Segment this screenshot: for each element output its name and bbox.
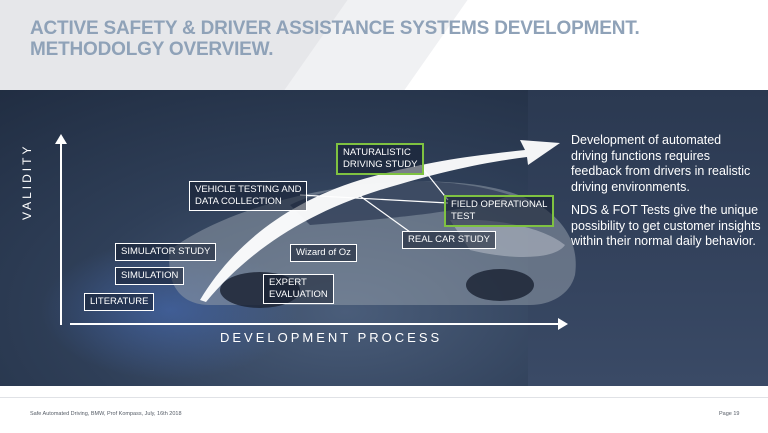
- box-naturalistic-line1: NATURALISTIC: [343, 147, 411, 158]
- box-vehicle-testing: VEHICLE TESTING AND DATA COLLECTION: [189, 181, 308, 211]
- x-axis-label: DEVELOPMENT PROCESS: [220, 330, 443, 345]
- description-text: Development of automated driving functio…: [571, 133, 761, 258]
- box-naturalistic-line2: DRIVING STUDY: [343, 159, 418, 170]
- box-field-operational-line2: TEST: [451, 211, 476, 222]
- box-expert-line1: EXPERT: [269, 277, 307, 288]
- y-axis-label: VALIDITY: [20, 143, 34, 220]
- page-number: Page 19: [719, 411, 740, 417]
- y-axis: [60, 142, 62, 325]
- description-paragraph-1: Development of automated driving functio…: [571, 133, 751, 194]
- y-axis-arrowhead: [55, 134, 67, 144]
- box-real-car-study-label: REAL CAR STUDY: [408, 234, 490, 245]
- box-field-operational-test: FIELD OPERATIONAL TEST: [444, 195, 555, 227]
- page-title: ACTIVE SAFETY & DRIVER ASSISTANCE SYSTEM…: [30, 18, 730, 60]
- x-axis-arrowhead: [558, 318, 568, 330]
- x-axis: [70, 323, 560, 325]
- box-real-car-study: REAL CAR STUDY: [402, 231, 496, 249]
- box-expert-line2: EVALUATION: [269, 289, 328, 300]
- description-paragraph-2: NDS & FOT Tests give the unique possibil…: [571, 203, 761, 248]
- page-title-line2: METHODOLGY OVERVIEW.: [30, 39, 274, 60]
- box-simulator-study-label: SIMULATOR STUDY: [121, 246, 211, 257]
- box-simulation: SIMULATION: [115, 267, 185, 285]
- box-simulation-label: SIMULATION: [121, 270, 179, 281]
- box-expert-evaluation: EXPERT EVALUATION: [263, 274, 334, 304]
- box-wizard-of-oz: Wizard of Oz: [290, 244, 357, 262]
- box-naturalistic-driving-study: NATURALISTIC DRIVING STUDY: [336, 143, 425, 175]
- box-wizard-of-oz-label: Wizard of Oz: [296, 247, 351, 258]
- box-vehicle-testing-line1: VEHICLE TESTING AND: [195, 184, 302, 195]
- page-title-line1: ACTIVE SAFETY & DRIVER ASSISTANCE SYSTEM…: [30, 18, 640, 39]
- footer-divider: [0, 397, 768, 398]
- box-vehicle-testing-line2: DATA COLLECTION: [195, 196, 282, 207]
- footer-source: Safe Automated Driving, BMW, Prof Kompas…: [30, 411, 182, 417]
- box-literature-label: LITERATURE: [90, 296, 149, 307]
- header: ACTIVE SAFETY & DRIVER ASSISTANCE SYSTEM…: [0, 0, 768, 90]
- box-literature: LITERATURE: [84, 293, 155, 311]
- diagram-panel: [0, 90, 768, 386]
- box-simulator-study: SIMULATOR STUDY: [115, 243, 217, 261]
- box-field-operational-line1: FIELD OPERATIONAL: [451, 199, 548, 210]
